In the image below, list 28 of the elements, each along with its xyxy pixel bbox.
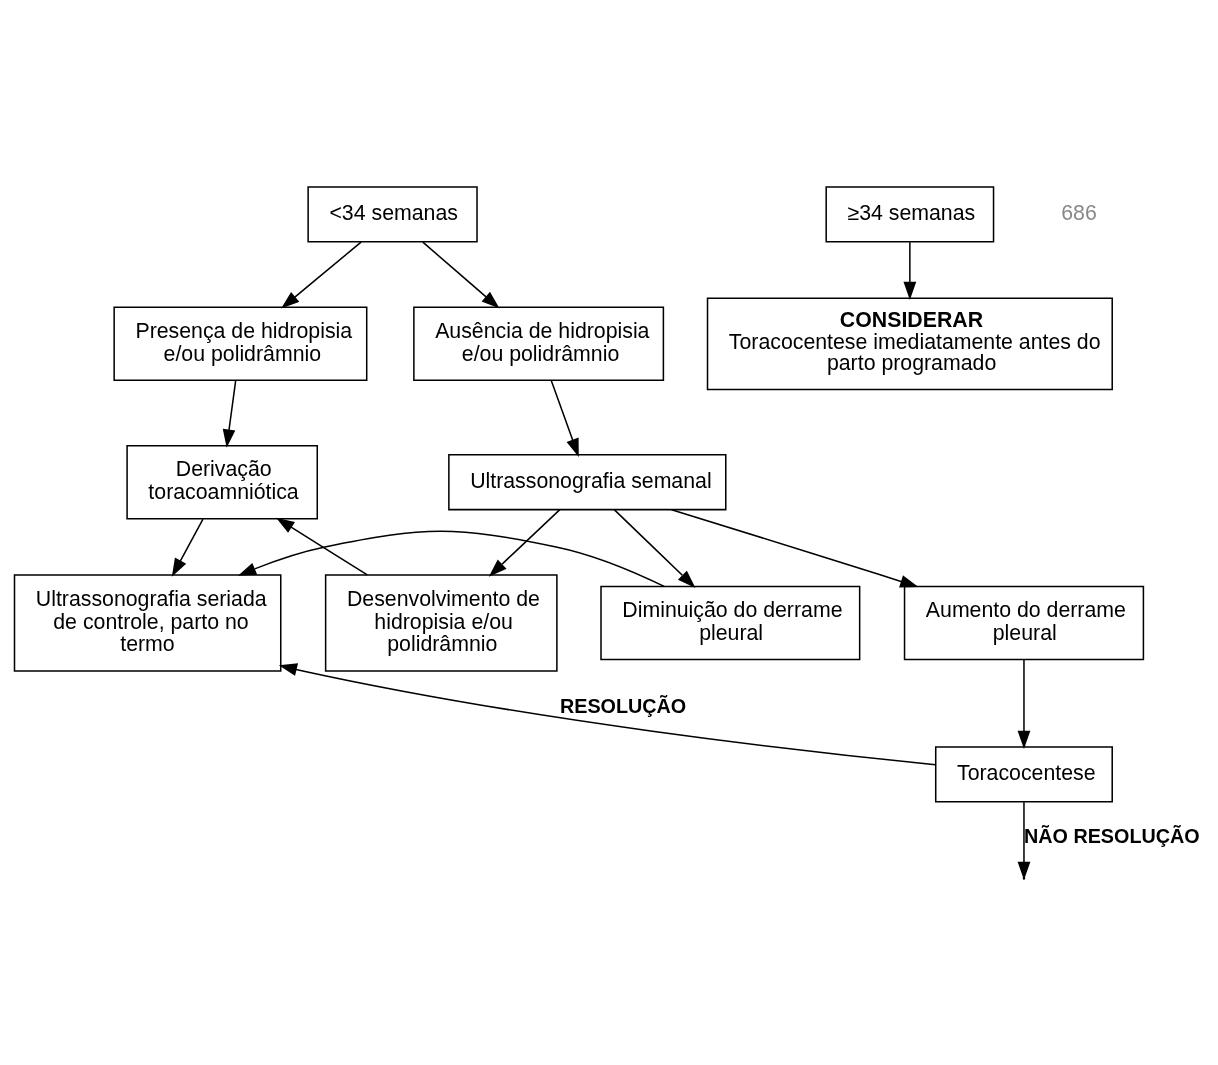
arrow: [670, 508, 919, 588]
arrow: [281, 240, 362, 308]
arrow: [276, 517, 369, 576]
arrow: [422, 240, 500, 309]
node-box: Diminuição do derrame pleural: [600, 585, 861, 660]
node-box: Presença de hidropisia e/ou polidrâmnio: [113, 306, 368, 381]
node-box: Ultrassonografia seriada de controle, parto no termo: [13, 573, 282, 672]
node-box: Ultrassonografia semanal: [448, 453, 727, 510]
node-box: Aumento do derrame pleural: [903, 585, 1145, 660]
arrow: [237, 530, 665, 587]
node-box: Ausência de hidropisia e/ou polidrâmnio: [413, 306, 665, 381]
node-box: <34 semanas: [307, 185, 478, 243]
edge-label: RESOLUÇÃO: [559, 694, 687, 717]
arrow: [278, 662, 937, 765]
node-box: Toracocentese: [934, 745, 1113, 802]
arrow: [222, 379, 237, 448]
arrow: [488, 508, 561, 577]
label: 686: [1061, 200, 1097, 225]
node-box: ≥34 semanas: [825, 185, 995, 243]
node-box: Desenvolvimento de hidropisia e/ou polidrâmnio: [324, 573, 558, 672]
arrow: [171, 517, 204, 577]
node-box: Derivação toracoamniótica: [126, 444, 318, 519]
arrow: [613, 508, 696, 588]
arrow: [550, 379, 579, 457]
arrow: [903, 240, 917, 300]
arrow: [1017, 658, 1031, 749]
node-box: CONSIDERAR Toracocentese imediatamente antes do parto programado: [706, 296, 1113, 390]
edge-label: NÃO RESOLUÇÃO: [1023, 824, 1200, 847]
